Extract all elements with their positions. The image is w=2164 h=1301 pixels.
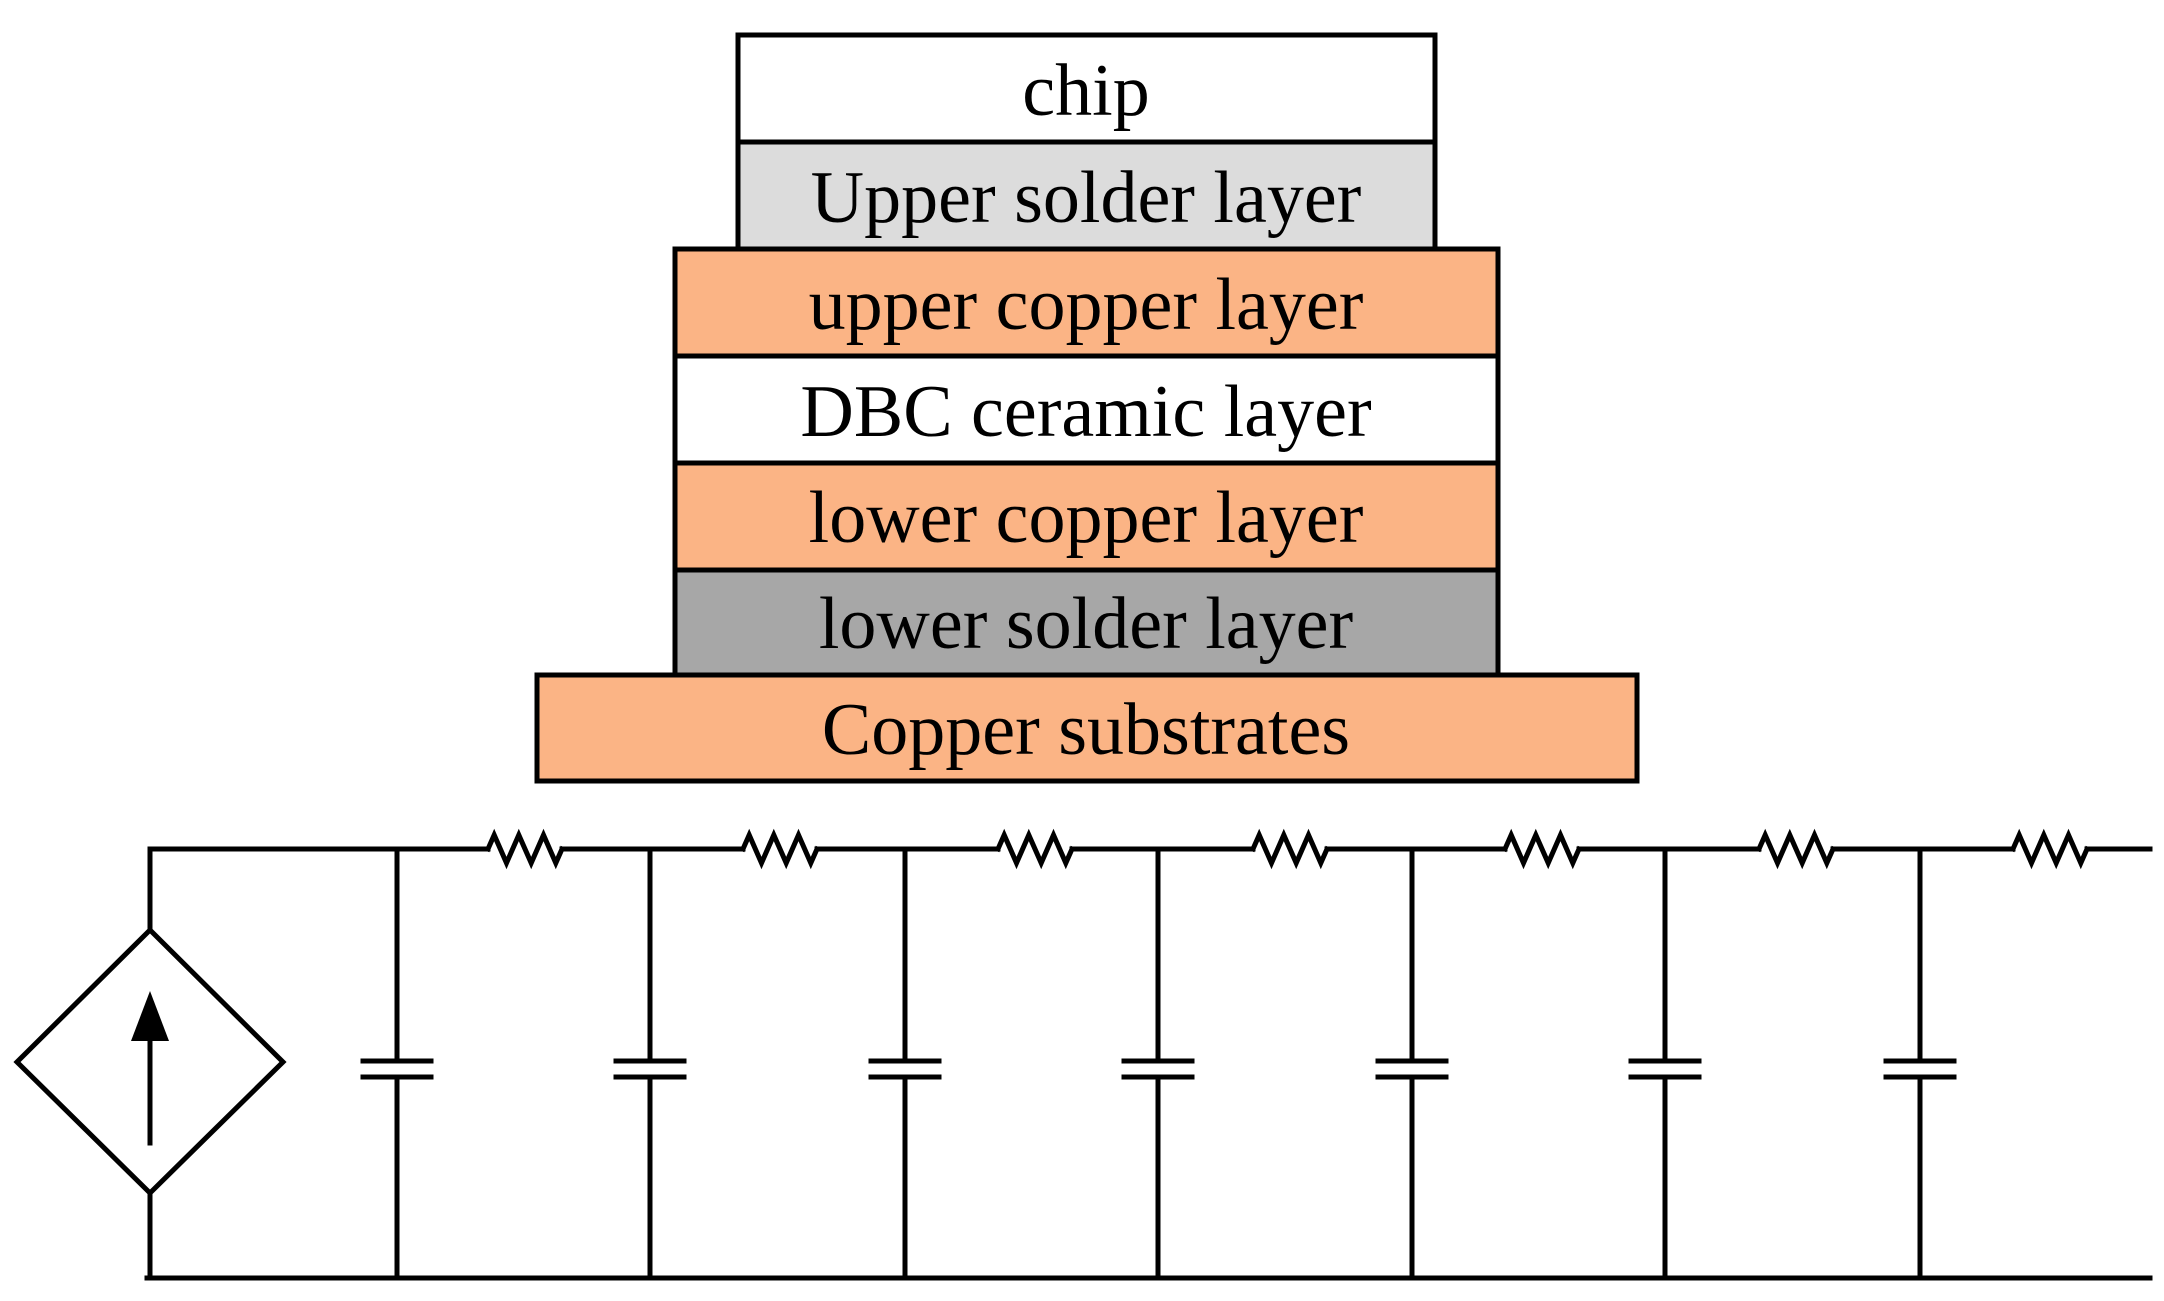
layer-dbc-ceramic-box xyxy=(672,353,1501,466)
rc-network xyxy=(13,828,2153,1281)
layer-dbc-ceramic: DBC ceramic layer xyxy=(672,353,1501,466)
rc-stages xyxy=(360,828,2153,1281)
resistor-6-icon xyxy=(1755,828,1837,870)
source-top-wire xyxy=(147,846,400,933)
resistor-4-icon xyxy=(1249,828,1331,870)
resistor-7-icon xyxy=(2009,828,2091,870)
layer-lower-copper: lower copper layer xyxy=(672,460,1501,573)
layer-dbc-ceramic-label: DBC ceramic layer xyxy=(800,371,1371,453)
layer-chip-label: chip xyxy=(1022,50,1149,132)
resistor-1-icon xyxy=(484,828,566,870)
layer-lower-copper-label: lower copper layer xyxy=(809,477,1364,559)
layer-lower-solder: lower solder layer xyxy=(672,567,1501,680)
layer-upper-solder-box xyxy=(735,139,1438,252)
layer-chip: chip xyxy=(735,32,1438,145)
resistor-3-icon xyxy=(994,828,1076,870)
layer-chip-box xyxy=(735,32,1438,145)
resistor-2-icon xyxy=(739,828,821,870)
layer-lower-solder-label: lower solder layer xyxy=(819,583,1353,665)
layer-copper-substrate-box xyxy=(534,672,1640,784)
layer-copper-substrate: Copper substrates xyxy=(534,672,1640,784)
layer-upper-solder-label: Upper solder layer xyxy=(811,157,1362,239)
source-arrow-head-icon xyxy=(131,991,169,1041)
current-source xyxy=(13,846,400,1281)
layer-upper-copper-label: upper copper layer xyxy=(809,264,1364,346)
layer-copper-substrate-label: Copper substrates xyxy=(822,689,1350,771)
layer-stack: chip Upper solder layer upper copper lay… xyxy=(534,32,1640,784)
layer-lower-solder-box xyxy=(672,567,1501,680)
layer-upper-solder: Upper solder layer xyxy=(735,139,1438,252)
resistor-5-icon xyxy=(1501,828,1583,870)
layer-upper-copper: upper copper layer xyxy=(672,246,1501,359)
